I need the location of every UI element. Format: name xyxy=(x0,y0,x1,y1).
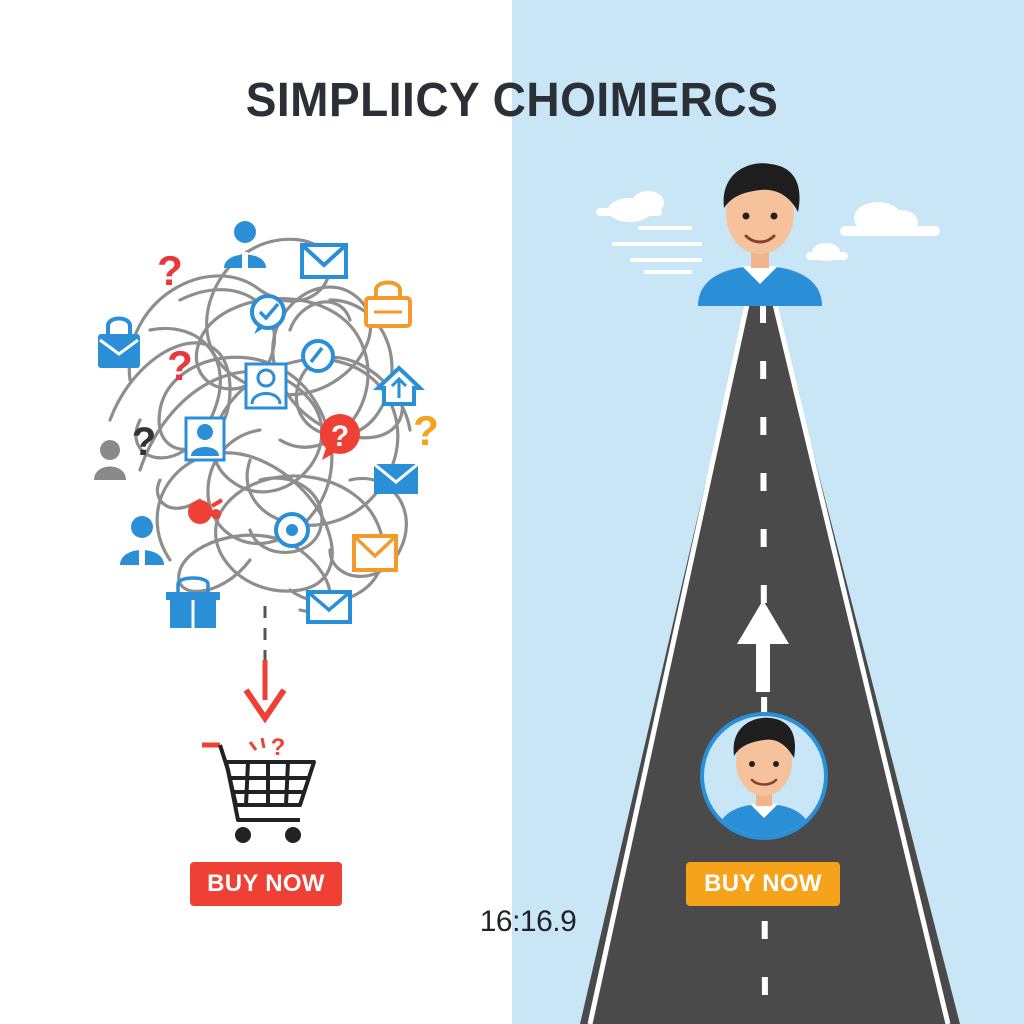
cloud-icon xyxy=(840,202,940,236)
user-icon xyxy=(224,221,266,268)
question-icon: ? xyxy=(413,407,439,454)
cloud-icon xyxy=(596,191,664,222)
checkmark-chat-icon xyxy=(250,294,286,334)
cart-icon xyxy=(202,742,316,843)
svg-text:?: ? xyxy=(132,420,156,464)
cart-question-icon: ? xyxy=(248,734,286,761)
speed-lines xyxy=(612,226,702,274)
envelope-icon xyxy=(373,462,419,494)
envelope-icon xyxy=(306,590,352,624)
shopping-bag-icon xyxy=(98,316,140,368)
question-bubble-icon: ? xyxy=(320,414,360,460)
person-avatar-icon xyxy=(698,163,822,306)
question-icon: ? xyxy=(167,342,193,389)
buy-now-button-left[interactable]: BUY NOW xyxy=(190,862,342,906)
gear-icon xyxy=(274,512,310,548)
envelope-icon xyxy=(300,243,348,279)
svg-text:?: ? xyxy=(271,734,286,761)
upload-icon xyxy=(373,365,425,406)
buy-now-button-right[interactable]: BUY NOW xyxy=(686,862,840,906)
shopping-bag-icon xyxy=(364,280,412,328)
svg-text:?: ? xyxy=(331,420,349,453)
person-icon xyxy=(184,416,226,462)
page-title: SIMPLIICY CHOIMERCS xyxy=(245,71,779,127)
svg-text:?: ? xyxy=(157,247,183,294)
user-icon xyxy=(120,516,164,565)
person-icon xyxy=(244,362,288,410)
down-arrow-icon xyxy=(243,606,287,724)
up-arrow-icon xyxy=(737,600,789,692)
svg-text:?: ? xyxy=(413,407,439,454)
user-icon xyxy=(94,440,126,480)
gift-icon xyxy=(166,576,220,628)
heart-icon xyxy=(188,498,224,524)
person-avatar-icon xyxy=(700,712,828,840)
cloud-icon xyxy=(806,243,848,261)
question-icon: ? xyxy=(132,420,156,464)
ratio-label: 16:16.9 xyxy=(479,905,577,938)
question-icon: ? xyxy=(157,247,183,294)
svg-text:?: ? xyxy=(167,342,193,389)
chat-bubble-icon xyxy=(301,339,335,373)
left-panel xyxy=(0,0,512,1024)
envelope-icon xyxy=(352,534,398,572)
